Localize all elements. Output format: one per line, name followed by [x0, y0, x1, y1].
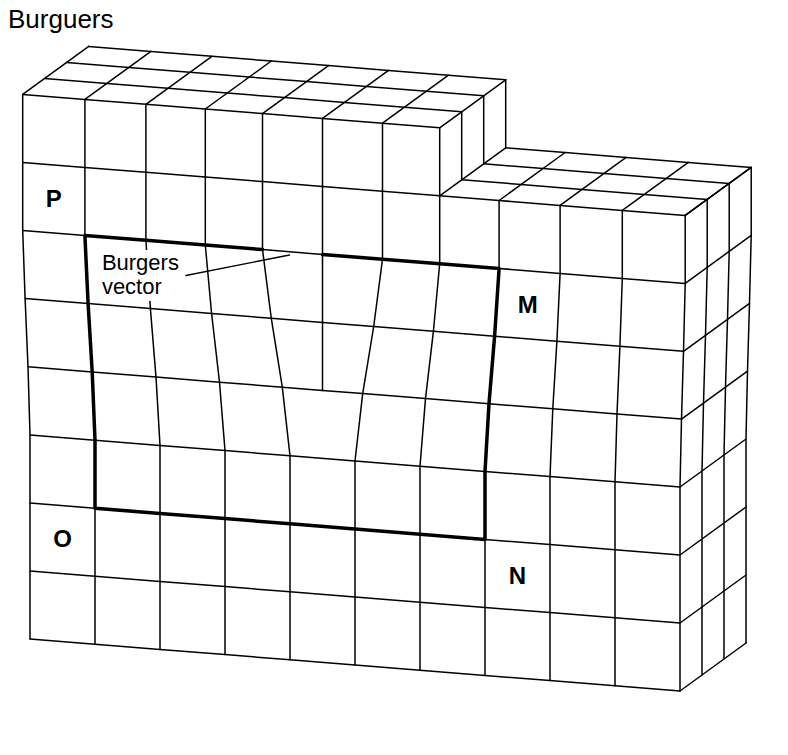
side-face-line — [680, 507, 746, 555]
step-face-line — [483, 96, 485, 164]
lattice-row — [23, 162, 686, 215]
lattice-column — [263, 114, 291, 660]
top-face-line — [323, 70, 389, 118]
top-face-line — [205, 61, 271, 109]
lattice-column — [355, 123, 383, 665]
lattice-column — [615, 210, 622, 685]
lattice-row — [28, 367, 682, 419]
leader-line — [186, 255, 290, 276]
burgers-vector-label: Burgers vector — [99, 250, 182, 300]
lattice-column — [146, 104, 160, 649]
top-face-line — [85, 51, 151, 99]
top-face-line — [146, 56, 212, 104]
burgers-circuit — [85, 235, 499, 539]
side-face-line — [682, 371, 748, 419]
top-face-line — [263, 66, 329, 114]
top-face-line — [23, 46, 89, 94]
side-face-line — [680, 575, 746, 623]
top-face-line — [506, 148, 752, 168]
circuit-path — [85, 235, 499, 539]
top-face-line — [440, 148, 506, 196]
lattice-column — [550, 205, 560, 680]
lattice-lines — [23, 46, 752, 691]
step-face-line — [461, 112, 463, 180]
title: Burguers — [8, 4, 114, 35]
top-face-line — [685, 167, 751, 215]
lattice-row — [25, 299, 683, 352]
top-face-line — [622, 162, 688, 210]
top-face-line — [440, 80, 506, 128]
side-face-line — [684, 303, 750, 351]
point-label: N — [507, 563, 528, 589]
side-face-line — [685, 235, 751, 283]
top-face-line — [560, 157, 626, 205]
top-face-line — [383, 75, 449, 123]
side-face-line — [685, 167, 751, 215]
step-face-line — [505, 80, 507, 148]
lattice-column — [23, 94, 30, 639]
lattice-column — [205, 109, 225, 655]
top-face-line — [484, 164, 730, 184]
point-label: M — [516, 292, 540, 318]
top-face-line — [462, 180, 708, 200]
leader-lines — [186, 255, 290, 276]
side-face-line — [680, 439, 746, 487]
top-face-line — [499, 153, 565, 201]
point-label: O — [51, 526, 74, 552]
point-label: P — [44, 186, 64, 212]
lattice-column — [420, 128, 440, 670]
side-face-line — [680, 643, 746, 691]
